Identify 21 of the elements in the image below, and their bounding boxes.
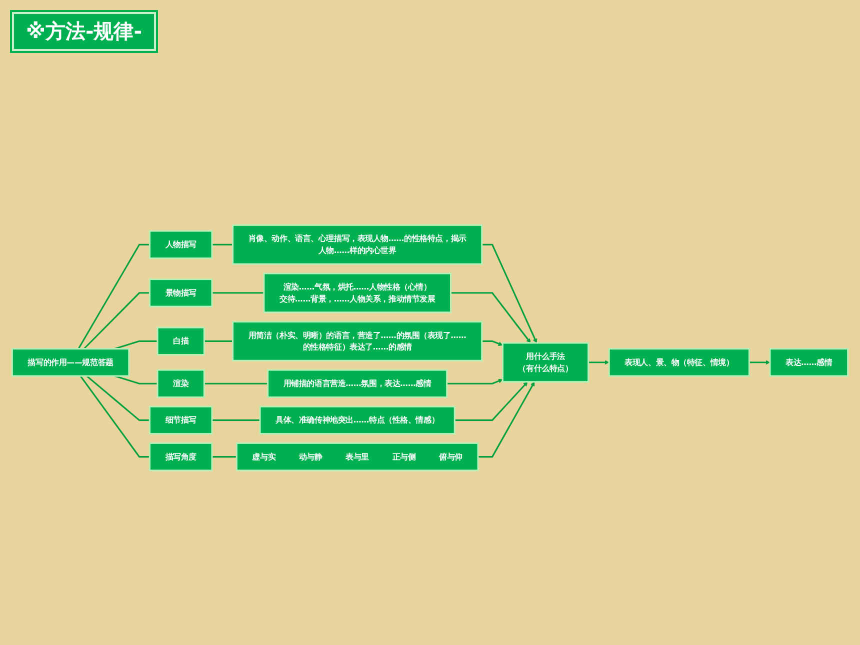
arrow [450,292,531,344]
connector [83,292,150,350]
connector [78,244,150,350]
arrow [482,340,503,346]
arrow [454,382,528,422]
connector [86,376,150,422]
connector [114,375,158,385]
connector [80,376,150,458]
connector [212,456,237,458]
arrow [446,379,503,385]
arrow [482,244,538,344]
connector [212,292,264,294]
connector [204,383,268,385]
arrow [588,360,610,365]
title: ※方法-规律- [12,12,156,51]
connector [114,340,158,350]
arrow [478,382,535,458]
connector [212,420,260,422]
arrow [749,360,770,365]
connector [204,340,233,342]
connector [212,244,233,246]
